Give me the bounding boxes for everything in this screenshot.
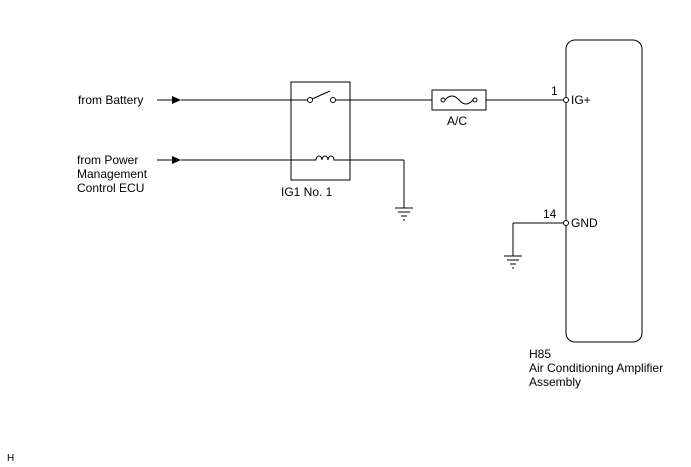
amplifier-assembly-box: [565, 39, 643, 343]
pin-14-name: GND: [571, 216, 598, 230]
ground-icon: [504, 255, 522, 269]
fuse-label: A/C: [447, 114, 468, 128]
gnd-wire: [512, 222, 563, 256]
pin-14-number: 14: [543, 207, 557, 221]
relay-label: IG1 No. 1: [281, 185, 333, 199]
pin-14-terminal: [563, 220, 569, 226]
footer-mark: H: [7, 453, 15, 464]
relay-switch-blade: [311, 90, 331, 100]
power-management-wire: [157, 156, 312, 164]
from-battery-label: from Battery: [78, 93, 144, 107]
relay-coil-icon: [312, 155, 338, 161]
from-power-management-label: from Power Management Control ECU: [77, 153, 148, 195]
coil-ground-wire: [338, 159, 405, 208]
fuse-icon: [431, 89, 487, 111]
pin-1-terminal: [563, 97, 569, 103]
connector-name: Air Conditioning Amplifier Assembly: [529, 361, 664, 389]
ground-icon: [395, 207, 413, 221]
relay-contact-left: [307, 97, 313, 103]
connector-id: H85: [529, 347, 552, 361]
relay-contact-right: [330, 97, 336, 103]
battery-wire: [157, 96, 311, 104]
pin-1-name: IG+: [571, 93, 591, 107]
pin-1-number: 1: [551, 84, 558, 98]
relay-ig1-no1: [290, 81, 351, 181]
